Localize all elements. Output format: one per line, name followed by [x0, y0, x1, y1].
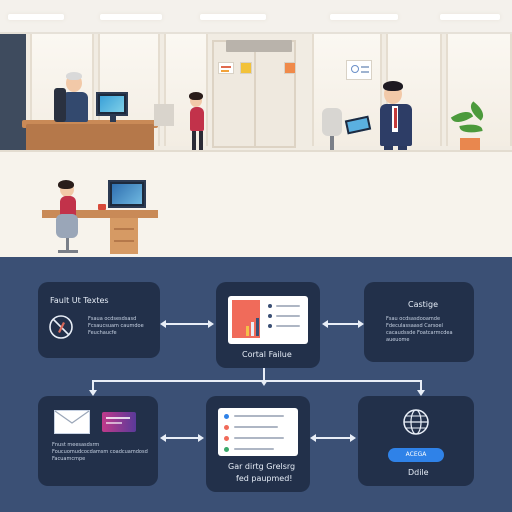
node-top-center-title: Cortal Failue — [242, 350, 292, 359]
standing-woman-leg — [199, 131, 203, 167]
arrow-head-down — [260, 380, 268, 386]
badge-card — [102, 412, 136, 432]
list-line — [234, 426, 278, 428]
primary-action-button[interactable]: ACEGA — [388, 448, 444, 462]
seated-man — [62, 92, 88, 122]
checklist-card — [218, 408, 298, 456]
office-illustration — [0, 0, 512, 257]
ceiling-light — [330, 14, 398, 20]
wall-poster — [284, 62, 296, 74]
workstation-drawers — [110, 218, 138, 254]
filing-shelf — [154, 104, 174, 126]
workstation-chair — [56, 214, 78, 238]
node-bottom-center-subtitle: fed paupmed! — [236, 474, 293, 483]
arrow-head-down — [417, 390, 425, 396]
list-line — [276, 325, 300, 327]
wall-chart-poster — [346, 60, 372, 80]
standing-man-hair — [383, 81, 403, 91]
node-bottom-right-caption: Ddile — [408, 468, 429, 477]
bidirectional-arrow — [160, 434, 204, 442]
node-top-right[interactable]: Castige Fsau ocdsasdooamde Fdeculassaasd… — [364, 282, 474, 362]
desk-monitor — [96, 92, 128, 116]
wall-poster — [240, 62, 252, 74]
seated-man-hair — [66, 72, 82, 80]
seated-woman-hair — [58, 180, 74, 189]
node-top-left[interactable]: Fault Ut Textes Fsaua ocdsesdsasd Fcsauc… — [38, 282, 160, 358]
floor — [0, 150, 512, 257]
node-top-left-title: Fault Ut Textes — [50, 296, 109, 305]
tie — [394, 108, 397, 128]
chart-card — [228, 296, 308, 344]
connector-line — [420, 380, 422, 392]
air-vent — [226, 40, 292, 52]
node-bottom-center-title: Gar dirtg Grelsrg — [228, 462, 296, 471]
standing-woman-hair — [189, 92, 203, 100]
wall-poster — [218, 62, 234, 74]
office-chair — [54, 88, 66, 122]
seated-woman — [60, 196, 76, 218]
standing-woman-leg — [192, 131, 196, 167]
list-bullet — [268, 304, 272, 308]
workflow-diagram: Fault Ut Textes Fsaua ocdsesdsasd Fcsauc… — [0, 257, 512, 512]
side-wall — [0, 34, 26, 154]
node-bottom-left[interactable]: Fnust meesasdsrm Foucuomudcocdamsm coadc… — [38, 396, 158, 486]
arrow-head-down — [89, 390, 97, 396]
list-bullet — [224, 436, 229, 441]
list-bullet — [268, 324, 272, 328]
list-bullet — [224, 425, 229, 430]
lounge-chair-stand — [330, 136, 334, 154]
drawer-line — [114, 240, 134, 242]
list-line — [276, 315, 300, 317]
node-bottom-right[interactable]: ACEGA Ddile — [358, 396, 474, 486]
bidirectional-arrow — [310, 434, 356, 442]
branch-line — [92, 380, 422, 382]
chair-stand — [66, 238, 69, 252]
list-bullet — [224, 414, 229, 419]
standing-woman — [190, 107, 204, 131]
ceiling-light — [100, 14, 162, 20]
list-bullet — [268, 314, 272, 318]
list-line — [234, 437, 284, 439]
connector-line — [263, 368, 265, 382]
ceiling-light — [200, 14, 266, 20]
coffee-mug — [98, 204, 106, 210]
list-line — [234, 415, 284, 417]
node-bottom-left-text: Fnust meesasdsrm Foucuomudcocdamsm coadc… — [52, 442, 148, 462]
node-top-right-title: Castige — [408, 300, 439, 309]
node-top-center[interactable]: Cortal Failue — [216, 282, 320, 368]
double-door — [212, 40, 296, 148]
list-line — [276, 305, 300, 307]
workstation-desk — [42, 210, 158, 218]
list-line — [234, 448, 274, 450]
bidirectional-arrow — [322, 320, 364, 328]
drawer-line — [114, 228, 134, 230]
globe-icon — [403, 409, 429, 435]
floor-edge — [0, 150, 512, 152]
prohibited-tool-icon — [49, 315, 73, 339]
list-bullet — [224, 447, 229, 452]
node-bottom-center[interactable]: Gar dirtg Grelsrg fed paupmed! — [206, 396, 310, 492]
bidirectional-arrow — [160, 320, 214, 328]
connector-line — [92, 380, 94, 392]
chair-base — [58, 250, 78, 253]
ceiling-light — [440, 14, 500, 20]
monitor-stand — [110, 116, 116, 122]
node-top-left-text: Fsaua ocdsesdsasd Fcsaucsuam caumdoe Feu… — [88, 316, 144, 336]
ceiling-light — [8, 14, 64, 20]
envelope-icon — [54, 410, 90, 434]
bar-chart-icon — [232, 300, 260, 338]
workstation-monitor — [108, 180, 146, 208]
node-top-right-text: Fsau ocdsasdooamde Fdeculassaasd Carsoel… — [386, 316, 453, 343]
lounge-chair — [322, 108, 342, 136]
